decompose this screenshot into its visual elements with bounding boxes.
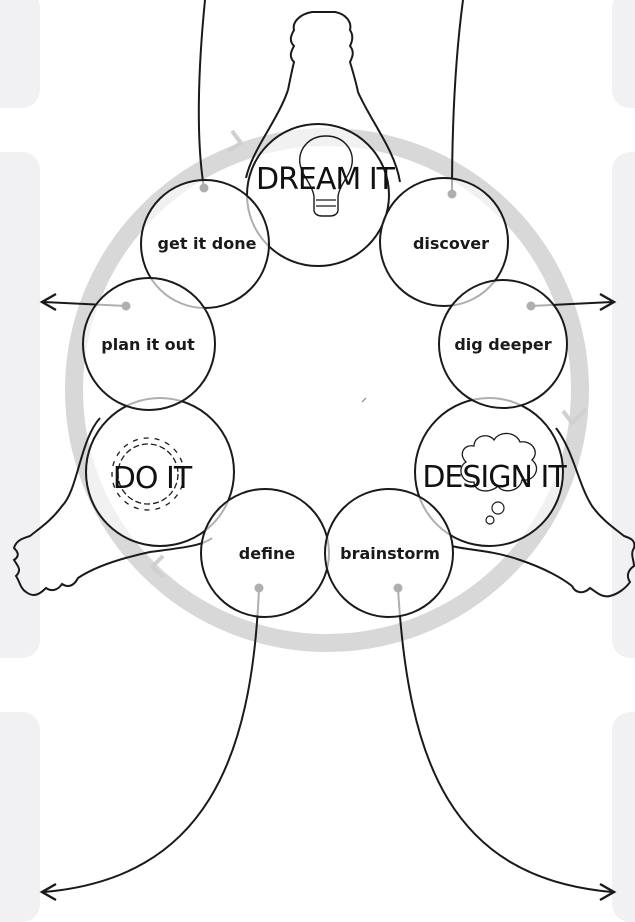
connector-brainstorm xyxy=(397,587,613,893)
center-mark xyxy=(361,397,367,403)
phase-label-do: DO IT xyxy=(113,461,193,496)
phase-label-dream: DREAM IT xyxy=(256,162,396,197)
right-panel-bottom xyxy=(612,712,635,922)
arrowhead-icon xyxy=(39,882,57,902)
connector-discover xyxy=(451,0,464,195)
step-label-plan-it-out: plan it out xyxy=(101,335,195,354)
left-panel-middle xyxy=(0,152,40,658)
step-label-dig-deeper: dig deeper xyxy=(454,335,551,354)
step-circle-dig-deeper xyxy=(438,279,568,409)
lightbulb-left-outline xyxy=(12,417,213,596)
cycle-arrow-icon xyxy=(226,129,243,153)
step-circle-discover xyxy=(379,177,509,307)
step-circle-plan-it-out xyxy=(82,277,216,411)
cycle-arrow-icon xyxy=(561,407,588,425)
left-panel-top xyxy=(0,0,40,108)
step-label-define: define xyxy=(239,544,296,563)
arrowhead-icon xyxy=(599,882,617,902)
step-circle-brainstorm xyxy=(324,488,454,618)
step-label-brainstorm: brainstorm xyxy=(340,544,440,563)
phase-label-design: DESIGN IT xyxy=(422,460,567,495)
gear-icon xyxy=(111,437,185,511)
lightbulb-icon xyxy=(299,135,353,217)
cycle-arrow-icon xyxy=(150,554,166,579)
step-label-get-it-done: get it done xyxy=(158,234,257,253)
right-panel-top xyxy=(612,0,635,108)
lightbulb-right-outline xyxy=(451,427,635,598)
connector-define xyxy=(43,587,260,893)
arrowhead-icon xyxy=(39,292,57,312)
thought-cloud-icon xyxy=(460,432,538,525)
lightbulb-top-outline xyxy=(245,11,401,183)
arrowhead-icon xyxy=(599,292,617,312)
step-label-discover: discover xyxy=(413,234,489,253)
connector-get-it-done xyxy=(197,0,206,189)
left-panel-bottom xyxy=(0,712,40,922)
